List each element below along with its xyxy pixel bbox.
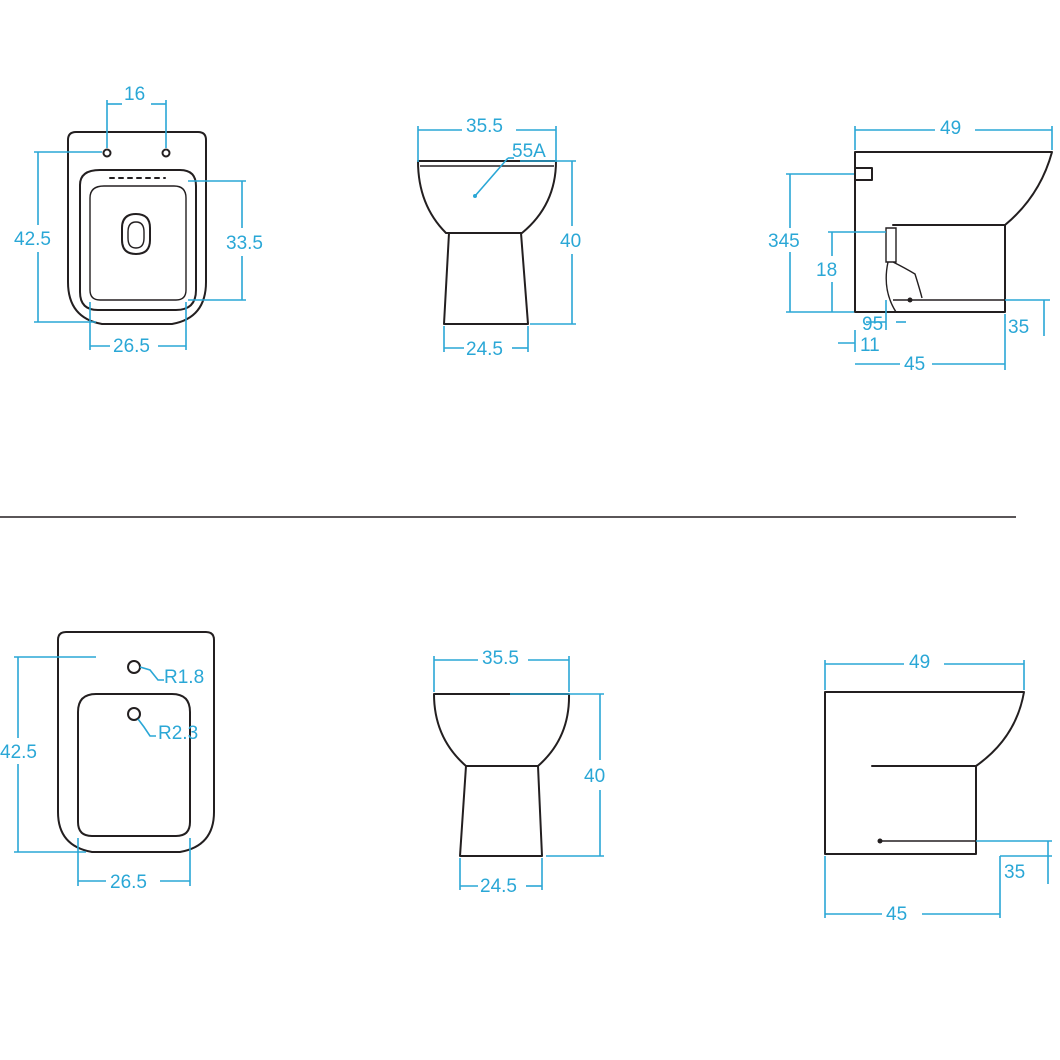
bidet-top-basin: [77, 693, 191, 837]
toilet-top-bowl-outlet: [121, 213, 151, 255]
toilet-top-width-label: 26.5: [113, 336, 150, 357]
bidet-front-width-label: 35.5: [482, 648, 519, 669]
toilet-front-view: 35.5 55A 40 24.5: [417, 116, 581, 360]
toilet-top-view: 16 42.5 33.5 26.5: [14, 84, 263, 357]
bidet-front-view: 35.5 40 24.5: [433, 648, 605, 897]
toilet-front-angle-label: 55A: [512, 141, 546, 162]
toilet-top-hole-left: [102, 148, 112, 158]
toilet-side-view: 49 345 18 95 11 45 35: [768, 118, 1053, 375]
toilet-top-hole-right: [161, 148, 171, 158]
toilet-top-hole-spacing-label: 16: [124, 84, 145, 105]
toilet-side-inlet-offset-label: 95: [862, 314, 883, 335]
toilet-front-pedestal: [443, 232, 529, 325]
bidet-side-floor-outlet-label: 35: [1004, 862, 1025, 883]
toilet-side-inlet-height-label: 18: [816, 260, 837, 281]
bidet-front-base-label: 24.5: [480, 876, 517, 897]
bidet-top-depth-label: 42.5: [0, 742, 37, 763]
toilet-front-base-label: 24.5: [466, 339, 503, 360]
bidet-top-overflow-hole: [127, 707, 141, 721]
toilet-top-bowl-outlet-inner: [127, 221, 145, 249]
bidet-top-hole-radius-2-label: R2.3: [158, 723, 198, 744]
bidet-side-length-label: 49: [909, 652, 930, 673]
toilet-side-inlet-gap-label: 11: [860, 335, 880, 356]
toilet-side-floor-outlet-label: 35: [1008, 317, 1029, 338]
bidet-side-base-length-label: 45: [886, 904, 907, 925]
bidet-top-tap-hole: [127, 660, 141, 674]
toilet-side-base-length-label: 45: [904, 354, 925, 375]
toilet-side-inlet-connector: [854, 167, 873, 181]
toilet-side-inlet-pipe: [885, 227, 923, 313]
toilet-top-seat-inner: [89, 185, 187, 301]
bidet-front-pedestal: [459, 765, 543, 857]
bidet-top-view: R1.8 R2.3 42.5 26.5: [0, 631, 215, 893]
bidet-top-hole-radius-1-label: R1.8: [164, 667, 204, 688]
bidet-front-height-label: 40: [584, 766, 605, 787]
toilet-top-outline: [67, 131, 207, 325]
toilet-side-outlet-height-label: 345: [768, 231, 800, 252]
bidet-side-view: 49 45 35: [824, 652, 1052, 925]
bidet-side-body: [824, 691, 1025, 855]
toilet-top-depth-label: 42.5: [14, 229, 51, 250]
toilet-side-length-label: 49: [940, 118, 961, 139]
bidet-top-width-label: 26.5: [110, 872, 147, 893]
toilet-top-seat-outer: [79, 169, 197, 311]
bidet-front-bowl: [433, 693, 571, 767]
toilet-front-height-label: 40: [560, 231, 581, 252]
bidet-top-outline: [57, 631, 215, 853]
toilet-top-inner-depth-label: 33.5: [226, 233, 263, 254]
toilet-front-width-label: 35.5: [466, 116, 503, 137]
toilet-front-bowl: [417, 160, 557, 234]
toilet-side-body: [854, 151, 1053, 313]
